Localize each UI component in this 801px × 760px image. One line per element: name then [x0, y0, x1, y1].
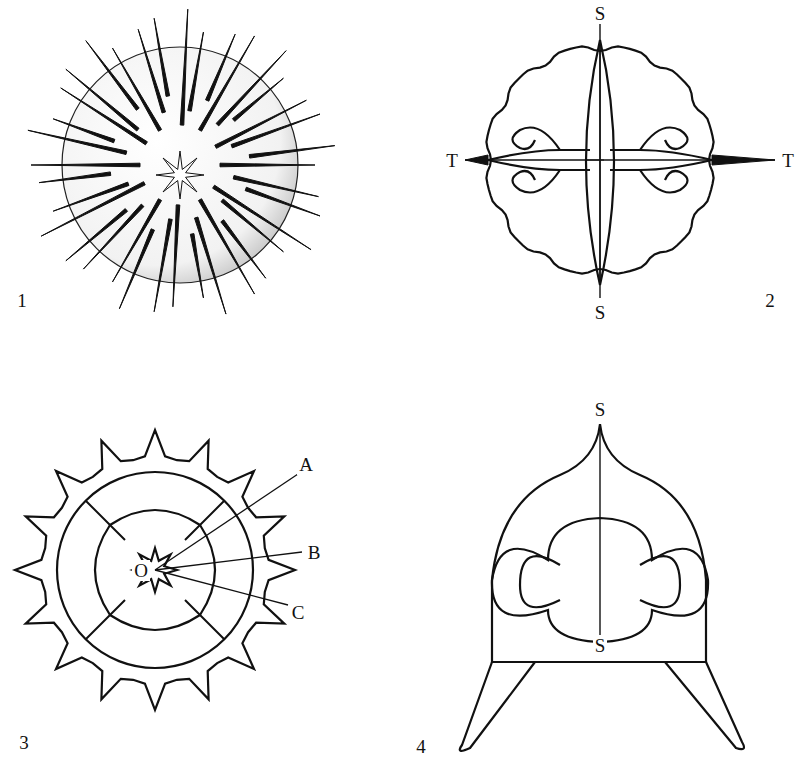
point-letter: C: [290, 602, 307, 623]
spine: [154, 219, 172, 312]
spine: [220, 163, 315, 167]
spine: [190, 234, 203, 298]
spine: [216, 51, 286, 126]
spine: [194, 217, 225, 314]
spiny-sphere: [28, 9, 335, 314]
gear-skeleton: [15, 430, 302, 710]
spine: [249, 146, 335, 158]
spine: [180, 9, 188, 125]
spine: [61, 88, 148, 145]
spine: [113, 48, 162, 131]
figure-number: 2: [763, 290, 777, 311]
spine: [53, 182, 129, 211]
spine: [138, 29, 165, 113]
helmet-skeleton: [460, 424, 744, 751]
spine: [213, 185, 311, 249]
axis-section: [465, 24, 775, 298]
axis-letter: S: [593, 635, 608, 656]
spine: [41, 182, 145, 237]
figure-number: 1: [15, 290, 29, 311]
point-letter: O: [132, 560, 150, 581]
spine: [39, 172, 111, 183]
spine: [221, 199, 283, 252]
spine: [154, 18, 169, 96]
central-star: [156, 151, 204, 199]
spine: [206, 34, 236, 101]
axis-letter: T: [780, 150, 796, 171]
spine: [245, 187, 320, 216]
spine: [233, 175, 318, 196]
spine: [188, 32, 204, 111]
figure-number: 4: [414, 736, 428, 757]
axis-letter: S: [593, 399, 608, 420]
point-letter: A: [297, 454, 315, 475]
spine: [66, 69, 139, 131]
spine: [83, 204, 144, 269]
axis-letter: S: [593, 3, 608, 24]
spine: [173, 205, 180, 307]
spine: [53, 119, 115, 143]
spine: [231, 114, 320, 148]
spine: [86, 41, 139, 111]
axis-letter: T: [444, 150, 460, 171]
point-letter: B: [306, 542, 323, 563]
figure-number: 3: [17, 732, 31, 753]
spine: [31, 163, 140, 167]
axis-letter: S: [593, 302, 608, 323]
spine: [66, 209, 128, 261]
